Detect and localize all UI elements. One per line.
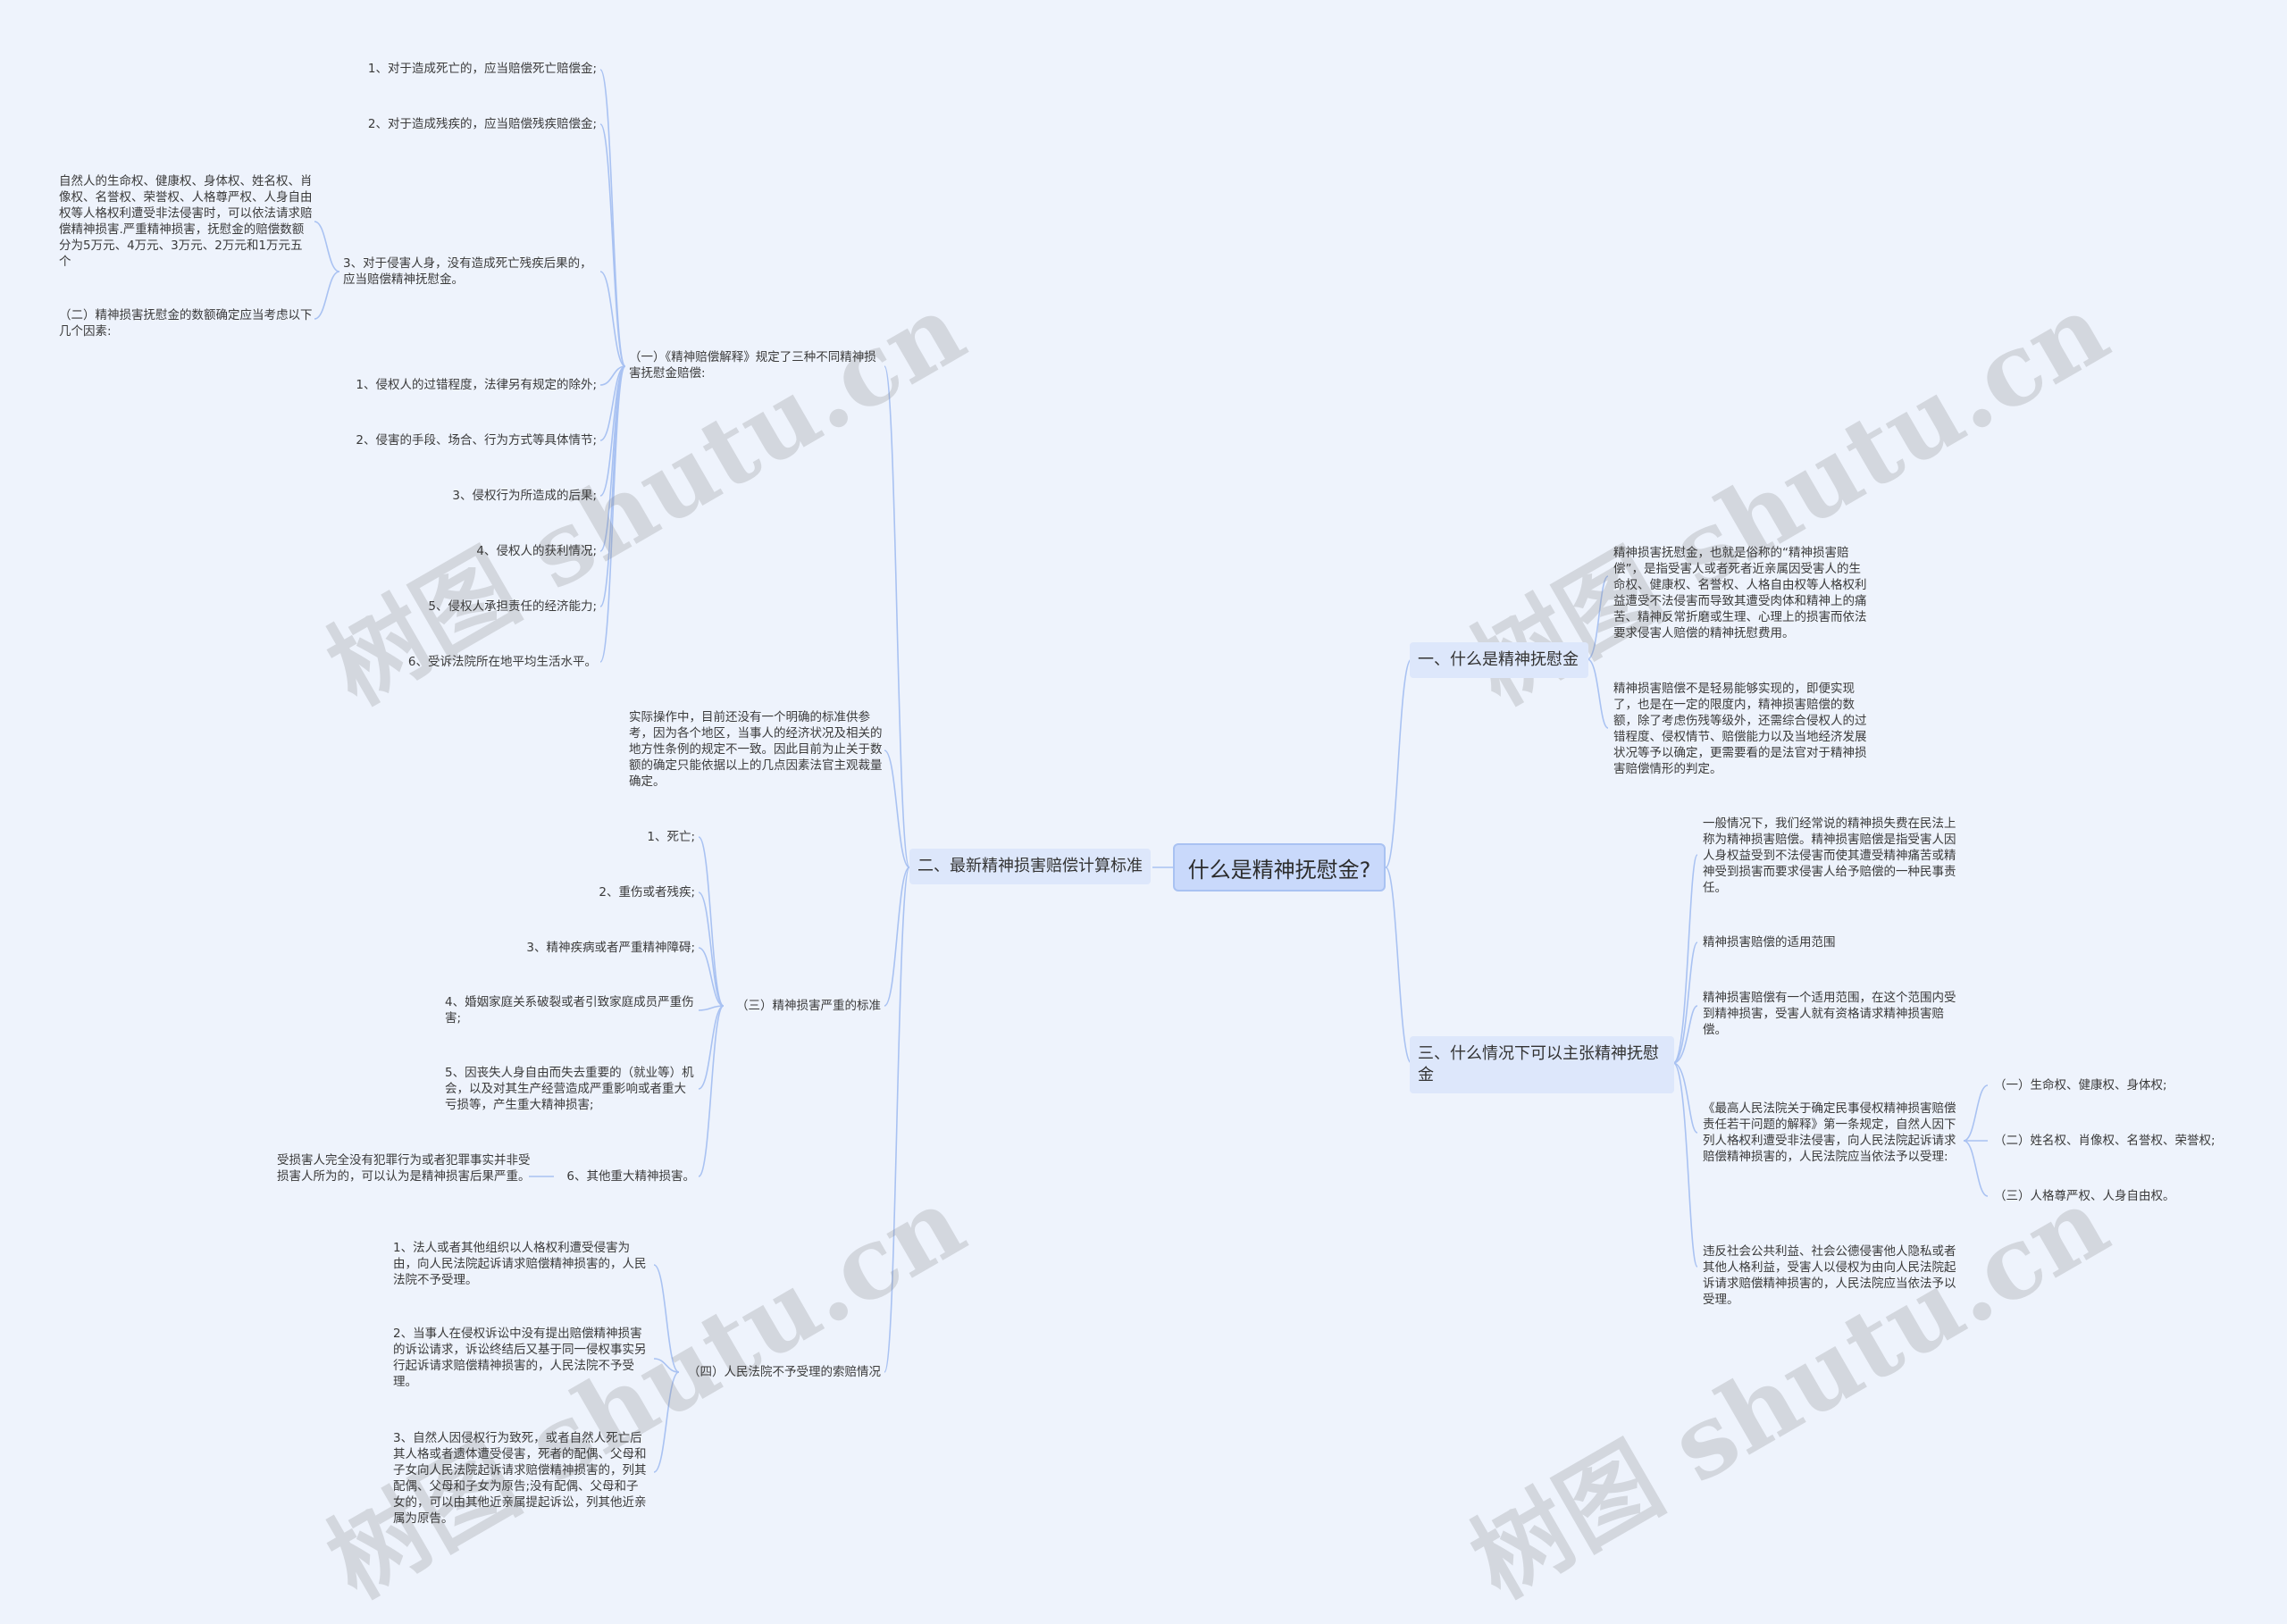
b2-s1-item-3-sub-b: （二）精神损害抚慰金的数额确定应当考虑以下几个因素: [59, 308, 313, 339]
b3-scope-title: 精神损害赔偿的适用范围 [1703, 935, 1836, 950]
b2-s3-item-6-sub: 受损害人完全没有犯罪行为或者犯罪事实并非受损害人所为的，可以认为是精神损害后果严… [277, 1153, 531, 1184]
b2-s4-item-1: 1、法人或者其他组织以人格权利遭受侵害为由，向人民法院起诉请求赔偿精神损害的，人… [393, 1241, 647, 1287]
b3-public-interest: 违反社会公共利益、社会公德侵害他人隐私或者其他人格利益，受害人以侵权为由向人民法… [1703, 1244, 1956, 1307]
b2-s1-item-2: 2、对于造成残疾的，应当赔偿残疾赔偿金; [367, 117, 597, 131]
b2-s3-item-1: 1、死亡; [647, 830, 695, 844]
b3-scope: 精神损害赔偿有一个适用范围，在这个范围内受到精神损害，受害人就有资格请求精神损害… [1703, 991, 1956, 1037]
b2-s1-factor-1: 1、侵权人的过错程度，法律另有规定的除外; [356, 378, 597, 392]
b2-s3-item-2: 2、重伤或者残疾; [599, 885, 695, 900]
b3-interpretation: 《最高人民法院关于确定民事侵权精神损害赔偿责任若干问题的解释》第一条规定，自然人… [1703, 1101, 1956, 1164]
b2-s1-item-1: 1、对于造成死亡的，应当赔偿死亡赔偿金; [367, 62, 597, 76]
b2-s1-factor-4: 4、侵权人的获利情况; [476, 544, 597, 558]
branch-calculation[interactable]: 二、最新精神损害赔偿计算标准 [909, 849, 1151, 884]
b3-item-1: （一）生命权、健康权、身体权; [1994, 1078, 2167, 1092]
b1-limitation: 精神损害赔偿不是轻易能够实现的，即便实现了，也是在一定的限度内，精神损害赔偿的数… [1613, 682, 1867, 776]
b2-s3-item-3: 3、精神疾病或者严重精神障碍; [526, 941, 695, 955]
b2-s1-factor-3: 3、侵权行为所造成的后果; [452, 489, 597, 503]
b2-s3-item-6: 6、其他重大精神损害。 [566, 1169, 695, 1184]
b2-s1-factor-6: 6、受诉法院所在地平均生活水平。 [407, 655, 597, 669]
b2-note: 实际操作中，目前还没有一个明确的标准供参考，因为各个地区，当事人的经济状况及相关… [629, 710, 883, 789]
branch-when-claim[interactable]: 三、什么情况下可以主张精神抚慰金 [1410, 1036, 1674, 1093]
b3-general: 一般情况下，我们经常说的精神损失费在民法上称为精神损害赔偿。精神损害赔偿是指受害… [1703, 816, 1956, 895]
b3-item-3: （三）人格尊严权、人身自由权。 [1994, 1189, 2175, 1203]
b2-sec4: （四）人民法院不予受理的索赔情况 [688, 1365, 881, 1379]
b2-s3-item-5: 5、因丧失人身自由而失去重要的（就业等）机会，以及对其生产经营造成严重影响或者重… [445, 1066, 694, 1112]
b2-s1-item-3: 3、对于侵害人身，没有造成死亡残疾后果的，应当赔偿精神抚慰金。 [343, 256, 592, 287]
b2-s1-item-3-sub-a: 自然人的生命权、健康权、身体权、姓名权、肖像权、名誉权、荣誉权、人格尊严权、人身… [59, 174, 313, 269]
root-node[interactable]: 什么是精神抚慰金? [1173, 843, 1386, 892]
b1-definition: 精神损害抚慰金，也就是俗称的“精神损害赔偿”，是指受害人或者死者近亲属因受害人的… [1613, 546, 1867, 640]
b2-s3-item-4: 4、婚姻家庭关系破裂或者引致家庭成员严重伤害; [445, 995, 694, 1025]
b3-item-2: （二）姓名权、肖像权、名誉权、荣誉权; [1994, 1134, 2216, 1148]
connector-lines [314, 69, 1989, 1473]
b2-sec1: （一）《精神赔偿解释》规定了三种不同精神损害抚慰金赔偿: [629, 350, 876, 381]
b2-s4-item-2: 2、当事人在侵权诉讼中没有提出赔偿精神损害的诉讼请求，诉讼终结后又基于同一侵权事… [393, 1327, 647, 1389]
b2-s1-factor-2: 2、侵害的手段、场合、行为方式等具体情节; [356, 433, 597, 448]
b2-s1-factor-5: 5、侵权人承担责任的经济能力; [428, 599, 597, 614]
b2-sec3: （三）精神损害严重的标准 [736, 999, 881, 1013]
b2-s4-item-3: 3、自然人因侵权行为致死，或者自然人死亡后其人格或者遗体遭受侵害，死者的配偶、父… [393, 1431, 647, 1526]
branch-what-is[interactable]: 一、什么是精神抚慰金 [1410, 642, 1588, 678]
